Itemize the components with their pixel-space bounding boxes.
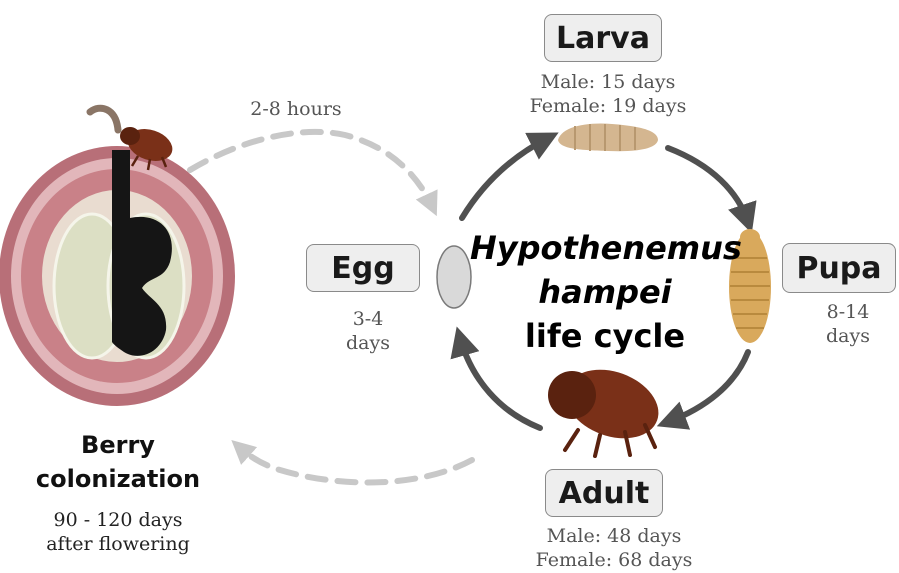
dashed-arrow-to-egg xyxy=(190,132,433,208)
title-species: hampei xyxy=(470,270,740,314)
pupa-duration-unit: days xyxy=(798,324,898,348)
title-genus: Hypothenemus xyxy=(470,226,740,270)
berry-label-line2: colonization xyxy=(18,462,218,496)
arrow-larva-to-pupa xyxy=(668,148,748,222)
adult-duration-male: Male: 48 days xyxy=(514,524,714,548)
title-life-cycle: life cycle xyxy=(470,314,740,358)
pupa-duration: 8-14 days xyxy=(798,300,898,348)
adult-duration: Male: 48 days Female: 68 days xyxy=(514,524,714,572)
egg-duration: 3-4 days xyxy=(318,307,418,355)
diagram-title: Hypothenemus hampei life cycle xyxy=(470,226,740,358)
transition-label: 2-8 hours xyxy=(236,97,356,121)
pupa-duration-range: 8-14 xyxy=(798,300,898,324)
larva-duration-male: Male: 15 days xyxy=(508,70,708,94)
stage-label-larva: Larva xyxy=(556,21,650,56)
arrow-pupa-to-adult xyxy=(668,352,748,422)
stage-label-pupa: Pupa xyxy=(796,251,881,286)
berry-info-line1: 90 - 120 days xyxy=(18,508,218,532)
coffee-berry-icon xyxy=(0,108,235,406)
dashed-arrow-to-berry xyxy=(238,446,472,482)
stage-box-larva: Larva xyxy=(544,14,662,62)
stage-label-adult: Adult xyxy=(559,476,650,511)
berry-label-line1: Berry xyxy=(18,428,218,462)
larva-duration-female: Female: 19 days xyxy=(508,94,708,118)
adult-beetle-icon xyxy=(548,358,668,456)
larva-icon xyxy=(558,124,658,152)
berry-label: Berry colonization xyxy=(18,428,218,496)
egg-duration-range: 3-4 xyxy=(318,307,418,331)
adult-duration-female: Female: 68 days xyxy=(514,548,714,572)
stage-box-adult: Adult xyxy=(545,469,663,517)
egg-duration-unit: days xyxy=(318,331,418,355)
berry-info: 90 - 120 days after flowering xyxy=(18,508,218,556)
stage-box-pupa: Pupa xyxy=(782,243,896,293)
stage-box-egg: Egg xyxy=(306,244,420,292)
arrow-egg-to-larva xyxy=(462,138,548,218)
stage-label-egg: Egg xyxy=(331,251,394,286)
berry-info-line2: after flowering xyxy=(18,532,218,556)
egg-icon xyxy=(437,246,471,308)
larva-duration: Male: 15 days Female: 19 days xyxy=(508,70,708,118)
